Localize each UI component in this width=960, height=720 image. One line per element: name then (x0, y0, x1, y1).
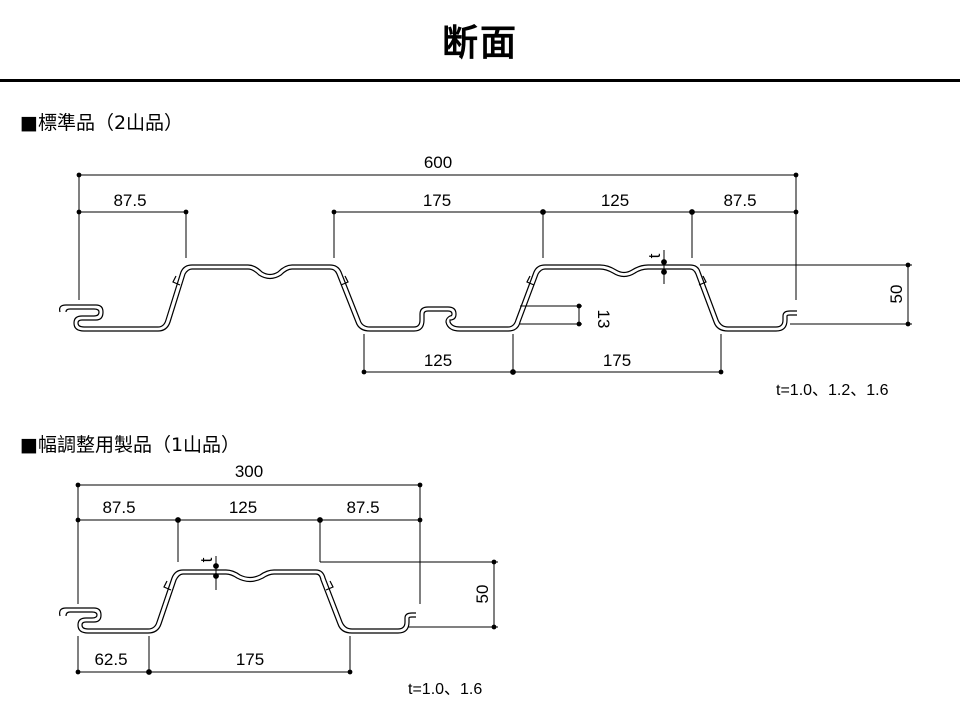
thickness-note-width-adjust: t=1.0、1.6 (408, 681, 482, 698)
dim-left-edge: 87.5 (113, 191, 146, 210)
dim-height: 50 (473, 585, 492, 604)
page-title: 断面 (441, 23, 518, 64)
dimension-labels-standard: 600 87.5 175 125 87.5 t 50 13 125 175 (113, 153, 906, 370)
dimensions-standard (76, 172, 912, 375)
section-label-standard: ■標準品（2山品） (20, 112, 184, 134)
dim-step: 13 (594, 310, 613, 329)
dim-total: 600 (424, 153, 452, 172)
dimensions-width-adjust (75, 482, 498, 675)
section-label-width-adjust: ■幅調整用製品（1山品） (20, 434, 241, 456)
profile-standard (59, 264, 797, 332)
dimension-labels-width-adjust: 300 87.5 125 87.5 t 50 62.5 175 (94, 462, 492, 669)
dim-thickness: t (645, 253, 664, 258)
dim-rib-top: 125 (229, 498, 257, 517)
dim-left-edge: 87.5 (102, 498, 135, 517)
dim-bottom-left: 62.5 (94, 650, 127, 669)
dim-height: 50 (887, 285, 906, 304)
dim-total: 300 (235, 462, 263, 481)
dim-thickness: t (197, 557, 216, 562)
dim-bottom-rib: 175 (603, 351, 631, 370)
thickness-note-standard: t=1.0、1.2、1.6 (776, 382, 889, 399)
dim-rib-top: 175 (423, 191, 451, 210)
dim-right-edge: 87.5 (346, 498, 379, 517)
dim-valley-top: 125 (601, 191, 629, 210)
title-divider (0, 79, 960, 82)
dim-bottom-rib: 175 (236, 650, 264, 669)
dim-right-edge: 87.5 (723, 191, 756, 210)
dim-bottom-valley: 125 (424, 351, 452, 370)
profile-width-adjust (59, 569, 416, 634)
